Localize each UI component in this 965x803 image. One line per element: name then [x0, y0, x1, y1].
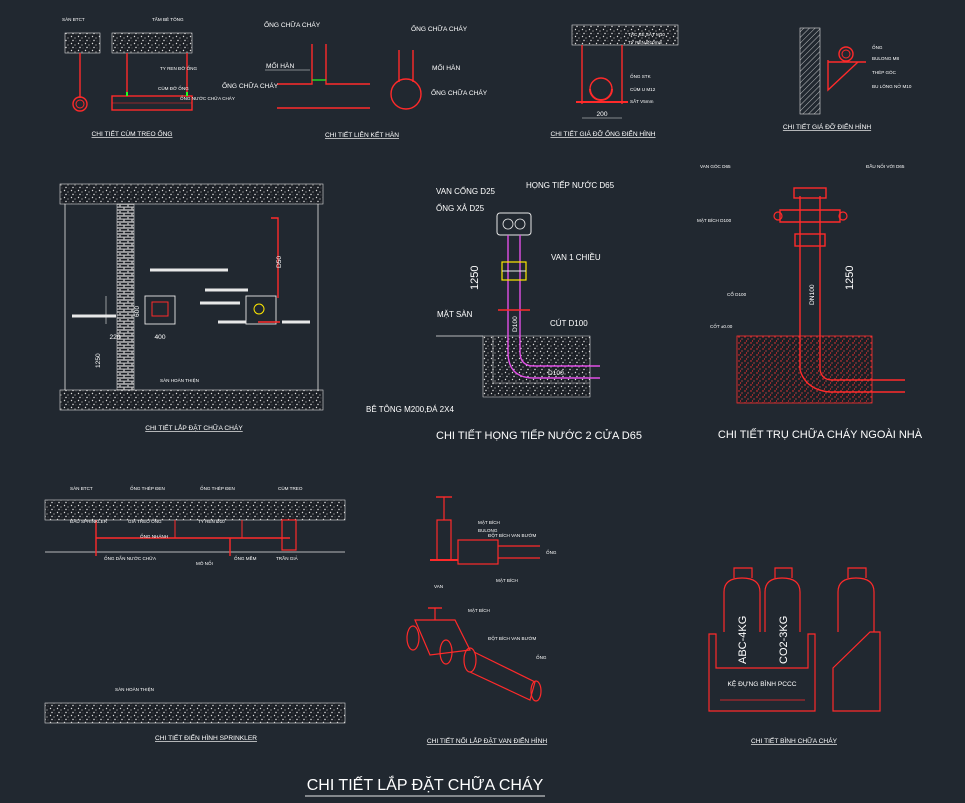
label: ỐNG DẪN NƯỚC CHỮA: [104, 555, 157, 561]
label: MỐI HÀN: [266, 60, 294, 70]
detail-title: CHI TIẾT BÌNH CHỮA CHÁY: [751, 735, 838, 745]
label: ỐNG CHỮA CHÁY: [222, 80, 279, 90]
label: VAN GÓC D65: [700, 163, 731, 169]
detail-title: CHI TIẾT NỐI LẮP ĐẶT VAN ĐIỂN HÌNH: [427, 735, 548, 745]
dimension: 1250: [844, 266, 856, 290]
label: SÀN BTCT: [70, 485, 93, 491]
label: TẤM BÊ TÔNG: [152, 15, 184, 22]
label: ỐNG MỀM: [234, 555, 257, 561]
label: ỐNG CHỮA CHÁY: [264, 19, 321, 29]
label: SÀN HOÀN THIỆN: [160, 376, 199, 383]
dimension: 600: [134, 306, 141, 317]
label: THÉP GÓC: [872, 69, 897, 75]
label: ĐỘT BÍCH VAN BƯỚM: [488, 635, 536, 641]
label: KỆ ĐỰNG BÌNH PCCC: [727, 679, 796, 688]
label: BÊ TÔNG M200,ĐÁ 2X4: [366, 405, 454, 414]
dimension: 1250: [95, 353, 102, 368]
label: BULONG M8: [872, 56, 900, 61]
label: TY REN Ø10: [198, 519, 225, 524]
detail-title: CHI TIẾT GIÁ ĐỠ ĐIỂN HÌNH: [783, 121, 871, 131]
label: MÔ NỐI: [196, 560, 213, 566]
dimension: D100: [548, 370, 564, 377]
label: ĐẦU NỐI VỚI D65: [866, 163, 905, 169]
label: SÀN HOÀN THIỆN: [115, 685, 154, 692]
label: ỐNG THÉP ĐEN: [200, 485, 235, 491]
label: MẶT BÍCH: [496, 577, 518, 583]
label: ỐNG: [546, 549, 557, 555]
label: ỐNG: [872, 44, 883, 50]
detail-sprinkler: SÀN BTCT ỐNG THÉP ĐEN ỐNG THÉP ĐEN CÙM T…: [44, 485, 346, 742]
label: HỌNG TIẾP NƯỚC D65: [526, 180, 615, 190]
label: SÀN BTCT: [62, 16, 85, 22]
label: GIÁ TREO ỐNG: [128, 518, 162, 524]
label: TY REN ĐỠ ỐNG: [160, 65, 197, 71]
detail-gia-do-ong: TẮC KÊ SẮT M10 TY REN Ø10mm ỐNG STK CÙM …: [550, 24, 679, 138]
detail-gia-do-dien-hinh: ỐNG BULONG M8 THÉP GÓC BU LÔNG NỞ M10 CH…: [783, 27, 912, 131]
label: TY REN Ø10mm: [628, 40, 663, 45]
label: ỐNG CHỮA CHÁY: [411, 23, 468, 33]
dimension: D50: [276, 256, 283, 268]
label: VAN 1 CHIỀU: [551, 252, 601, 262]
label: ỐNG: [536, 654, 547, 660]
dimension: DN100: [809, 284, 816, 305]
label: MẶT BÍCH: [468, 607, 490, 613]
label: SẮT V5mm: [630, 97, 654, 104]
detail-van-dien-hinh: VAN MẶT BÍCH BULONG ĐỘT BÍCH VAN BƯỚM ỐN…: [406, 496, 557, 745]
detail-title: CHI TIẾT CÙM TREO ỐNG: [92, 128, 173, 138]
label: VAN CỔNG D25: [436, 187, 496, 196]
label: VAN: [434, 584, 443, 589]
detail-tru-chua-chay: VAN GÓC D65 ĐẦU NỐI VỚI D65 MẶT BÍCH D10…: [697, 163, 923, 441]
detail-hong-tiep-nuoc: VAN CỔNG D25 ỐNG XẢ D25 HỌNG TIẾP NƯỚC D…: [366, 180, 642, 442]
detail-title: CHI TIẾT TRỤ CHỮA CHÁY NGOÀI NHÀ: [718, 428, 923, 441]
label: ỐNG STK: [630, 73, 652, 79]
label: ĐẦU SPRINKLER: [70, 518, 108, 524]
label: MẶT SÀN: [437, 310, 473, 319]
dimension: 200: [596, 111, 607, 118]
label: ỐNG THÉP ĐEN: [130, 485, 165, 491]
detail-lap-dat-chua-chay: D50 600 400 220 1250 SÀN HOÀN THIỆN CHI …: [59, 183, 324, 432]
label: MẶT BÍCH: [478, 519, 500, 525]
label: CỔ D100: [727, 291, 747, 297]
sheet-main-title: CHI TIẾT LẮP ĐẶT CHỮA CHÁY: [307, 774, 544, 794]
label: BU LÔNG NỞ M10: [872, 83, 912, 89]
detail-title: CHI TIẾT GIÁ ĐỠ ỐNG ĐIỂN HÌNH: [550, 128, 655, 138]
detail-title: CHI TIẾT LIÊN KẾT HÀN: [325, 129, 399, 139]
label: TRẦN GIẢ: [276, 555, 299, 561]
detail-cum-treo-ong: SÀN BTCT TẤM BÊ TÔNG TY REN ĐỠ ỐNG CÙM Đ…: [62, 15, 235, 138]
label: ỐNG NƯỚC CHỮA CHÁY: [180, 95, 235, 101]
label: ỐNG NHÁNH: [140, 533, 168, 539]
detail-title: CHI TIẾT LẮP ĐẶT CHỮA CHÁY: [145, 422, 243, 432]
label: TẮC KÊ SẮT M10: [628, 30, 665, 37]
label: CỐT ±0.00: [710, 323, 733, 329]
label: CÙM ĐỠ ỐNG: [158, 85, 189, 91]
label: ABC-4KG: [737, 616, 749, 664]
detail-lien-ket-han: ỐNG CHỮA CHÁY MỐI HÀN ỐNG CHỮA CHÁY ỐNG …: [222, 19, 488, 139]
detail-title: CHI TIẾT ĐIỂN HÌNH SPRINKLER: [155, 732, 257, 742]
label: CÚT D100: [550, 319, 588, 328]
dimension: 1250: [469, 266, 481, 290]
label: ỐNG XẢ D25: [436, 203, 485, 213]
label: MẶT BÍCH D100: [697, 217, 732, 223]
dimension: 220: [109, 334, 120, 341]
label: CÙM TREO: [278, 485, 303, 491]
label: ỐNG CHỮA CHÁY: [431, 87, 488, 97]
label: CÙM U M12: [630, 86, 656, 92]
dimension: D100: [512, 316, 519, 332]
dimension: 400: [154, 334, 165, 341]
label: BULONG: [478, 528, 498, 533]
detail-binh-chua-chay: ABC-4KG CO2-3KG KỆ ĐỰNG BÌNH PCCC CHI TI…: [708, 567, 881, 745]
label: MỐI HÀN: [432, 62, 460, 72]
detail-title: CHI TIẾT HỌNG TIẾP NƯỚC 2 CỬA D65: [436, 429, 642, 442]
label: ĐỘT BÍCH VAN BƯỚM: [488, 532, 536, 538]
label: CO2-3KG: [778, 616, 790, 664]
